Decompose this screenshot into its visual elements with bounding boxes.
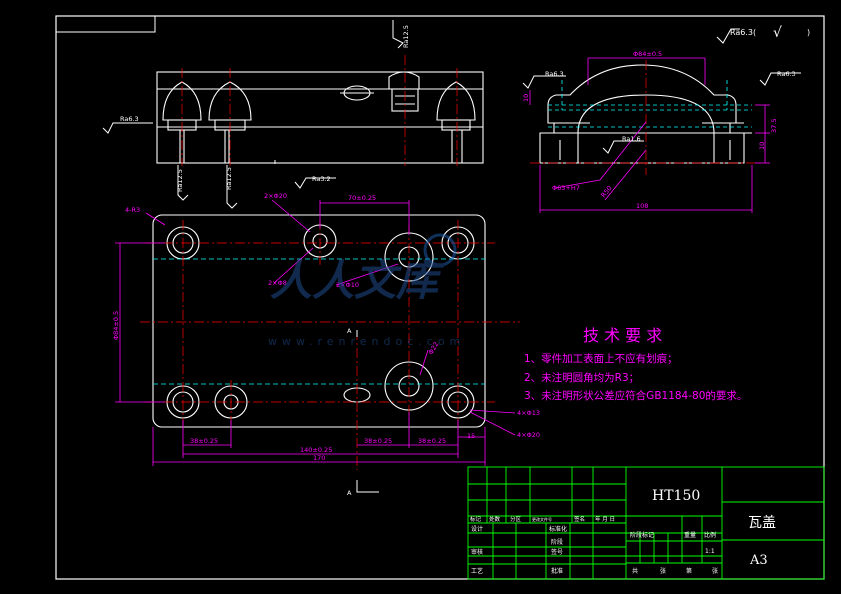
left-row-label: 工艺 [471, 567, 483, 575]
mid-row-label: 阶段 [551, 538, 563, 546]
side-bore-dia-dim: Φ63+H7 [552, 184, 580, 192]
hole-roughness-label: Ra3.2 [312, 175, 331, 183]
note-item-1: 1、零件加工表面上不应有划痕； [524, 352, 678, 365]
front-roughness-left: Ra6.3 [102, 115, 153, 134]
hole-roughness: Ra3.2 [294, 175, 336, 189]
side-view-centerlines [530, 60, 762, 175]
side-bore-width-dim: Φ84±0.5 [633, 50, 662, 58]
top-roughness-label: Ra12.5 [402, 25, 410, 48]
side-left-dim: 10 [522, 94, 530, 102]
side-height-dim: 37.5 [770, 119, 778, 133]
note-item-2: 2、未注明圆角均为R3； [524, 371, 639, 384]
section-marker-top: A [347, 327, 358, 337]
mid-row-label: 签号 [551, 548, 563, 556]
plan-2x10-dim: 2×Φ10 [336, 281, 359, 289]
watermark-text: 人人文库 [270, 256, 445, 305]
general-roughness-close: ) [807, 28, 810, 37]
header-cell: 更改文件号 [532, 516, 552, 522]
left-row-label: 审核 [471, 548, 483, 556]
bottom-roughness-b: Ra12.5 [225, 165, 238, 209]
plan-4x13-dim: 4×Φ13 [517, 409, 540, 417]
side-right-10-dim: 10 [758, 142, 766, 150]
corner-label-box [55, 15, 156, 33]
plan-15-dim: 15 [467, 432, 475, 440]
stage-cell: 比例 [704, 531, 716, 539]
title-left-rows: 设计 审核 工艺 [471, 525, 483, 575]
bore-roughness: Ra1.6 [602, 135, 644, 154]
side-view-dimensions [529, 57, 770, 213]
stage-cell: 阶段标记 [630, 531, 654, 539]
mid-row-label: 标准化 [549, 525, 567, 533]
sheet-cell: 张 [712, 567, 718, 575]
title-block [467, 466, 825, 580]
plan-height-dim: Φ84±0.5 [112, 311, 120, 340]
title-header-row: 标记 处数 分区 更改文件号 签名 年 月 日 [470, 515, 615, 523]
section-marker-bottom: A [347, 480, 379, 497]
general-roughness-symbol: Ra6.3( √ ) [716, 25, 810, 44]
plan-bottom-mid-dim: 38±0.25 [364, 437, 392, 445]
sheet-cell: 张 [660, 567, 666, 575]
plan-bottom-right-dim: 38±0.25 [418, 437, 446, 445]
plan-170-dim: 170 [313, 454, 325, 462]
plan-view-outline [152, 214, 486, 428]
plan-2x8-dim: 2×Φ8 [268, 279, 287, 287]
left-row-label: 设计 [471, 525, 483, 533]
header-cell: 标记 [470, 515, 482, 523]
header-cell: 分区 [510, 515, 522, 523]
side-roughness-right-label: Ra6.3 [777, 70, 796, 78]
material-label: HT150 [652, 488, 700, 504]
front-view-centerlines [181, 55, 458, 166]
bolt-head-right [436, 81, 476, 121]
plan-bottom-left-dim: 38±0.25 [190, 437, 218, 445]
technical-notes: 技 术 要 求 1、零件加工表面上不应有划痕； 2、未注明圆角均为R3； 3、未… [524, 326, 747, 402]
sheet-cell: 共 [632, 567, 638, 575]
stage-cell: 重量 [684, 531, 696, 539]
bottom-roughness-a: Ra12.5 [176, 165, 189, 201]
drawing-frame [55, 15, 825, 580]
side-roughness-left: Ra6.3 [522, 70, 566, 89]
header-cell: 签名 [574, 515, 585, 523]
bore-outline [577, 94, 715, 163]
general-roughness-label: Ra6.3( [730, 28, 756, 37]
side-view-hidden-lines [548, 80, 752, 128]
notes-heading: 技 术 要 求 [583, 326, 662, 345]
title-stage-cells: 阶段标记 重量 比例 [630, 531, 716, 539]
note-item-3: 3、未注明形状公差应符合GB1184-80的要求。 [524, 389, 747, 402]
title-sheet-row: 共 张 第 张 [632, 567, 718, 575]
side-roughness-right: Ra6.3 [759, 70, 801, 86]
bottom-roughness-a-label: Ra12.5 [176, 169, 184, 192]
mid-row-label: 批准 [551, 567, 563, 575]
plan-4r3-dim: 4-R3 [125, 206, 140, 214]
title-mid-rows: 标准化 阶段 签号 批准 [549, 525, 567, 575]
check-mark: √ [773, 25, 782, 41]
bottom-roughness-b-label: Ra12.5 [225, 167, 233, 190]
section-a-top-label: A [347, 327, 352, 335]
header-cell: 处数 [489, 515, 501, 523]
side-roughness-left-label: Ra6.3 [545, 70, 564, 78]
section-a-bottom-label: A [347, 489, 352, 497]
bore-roughness-label: Ra1.6 [622, 135, 641, 143]
side-overall-dim: 108 [636, 202, 648, 210]
front-roughness-left-label: Ra6.3 [120, 115, 139, 123]
scale-value: 1:1 [705, 548, 715, 555]
front-view-outline [156, 71, 484, 164]
plan-view-centerlines [140, 220, 520, 470]
top-roughness: Ra12.5 [392, 20, 410, 49]
sheet-size-label: A3 [749, 553, 768, 568]
plan-140-dim: 140±0.25 [300, 446, 332, 454]
watermark: 人人文库 www.renrendoc.com [268, 233, 465, 348]
part-name-label: 瓦盖 [748, 515, 776, 531]
plan-center-spacing-dim: 70±0.25 [348, 194, 376, 202]
watermark-url: www.renrendoc.com [268, 335, 465, 348]
plan-2x20-dim: 2×Φ20 [264, 192, 287, 200]
plan-view-dimensions [115, 199, 516, 466]
header-cell: 年 月 日 [595, 515, 615, 523]
side-view-outline [539, 64, 745, 164]
plan-4x20-dim: 4×Φ20 [517, 431, 540, 439]
sheet-cell: 第 [686, 567, 692, 575]
